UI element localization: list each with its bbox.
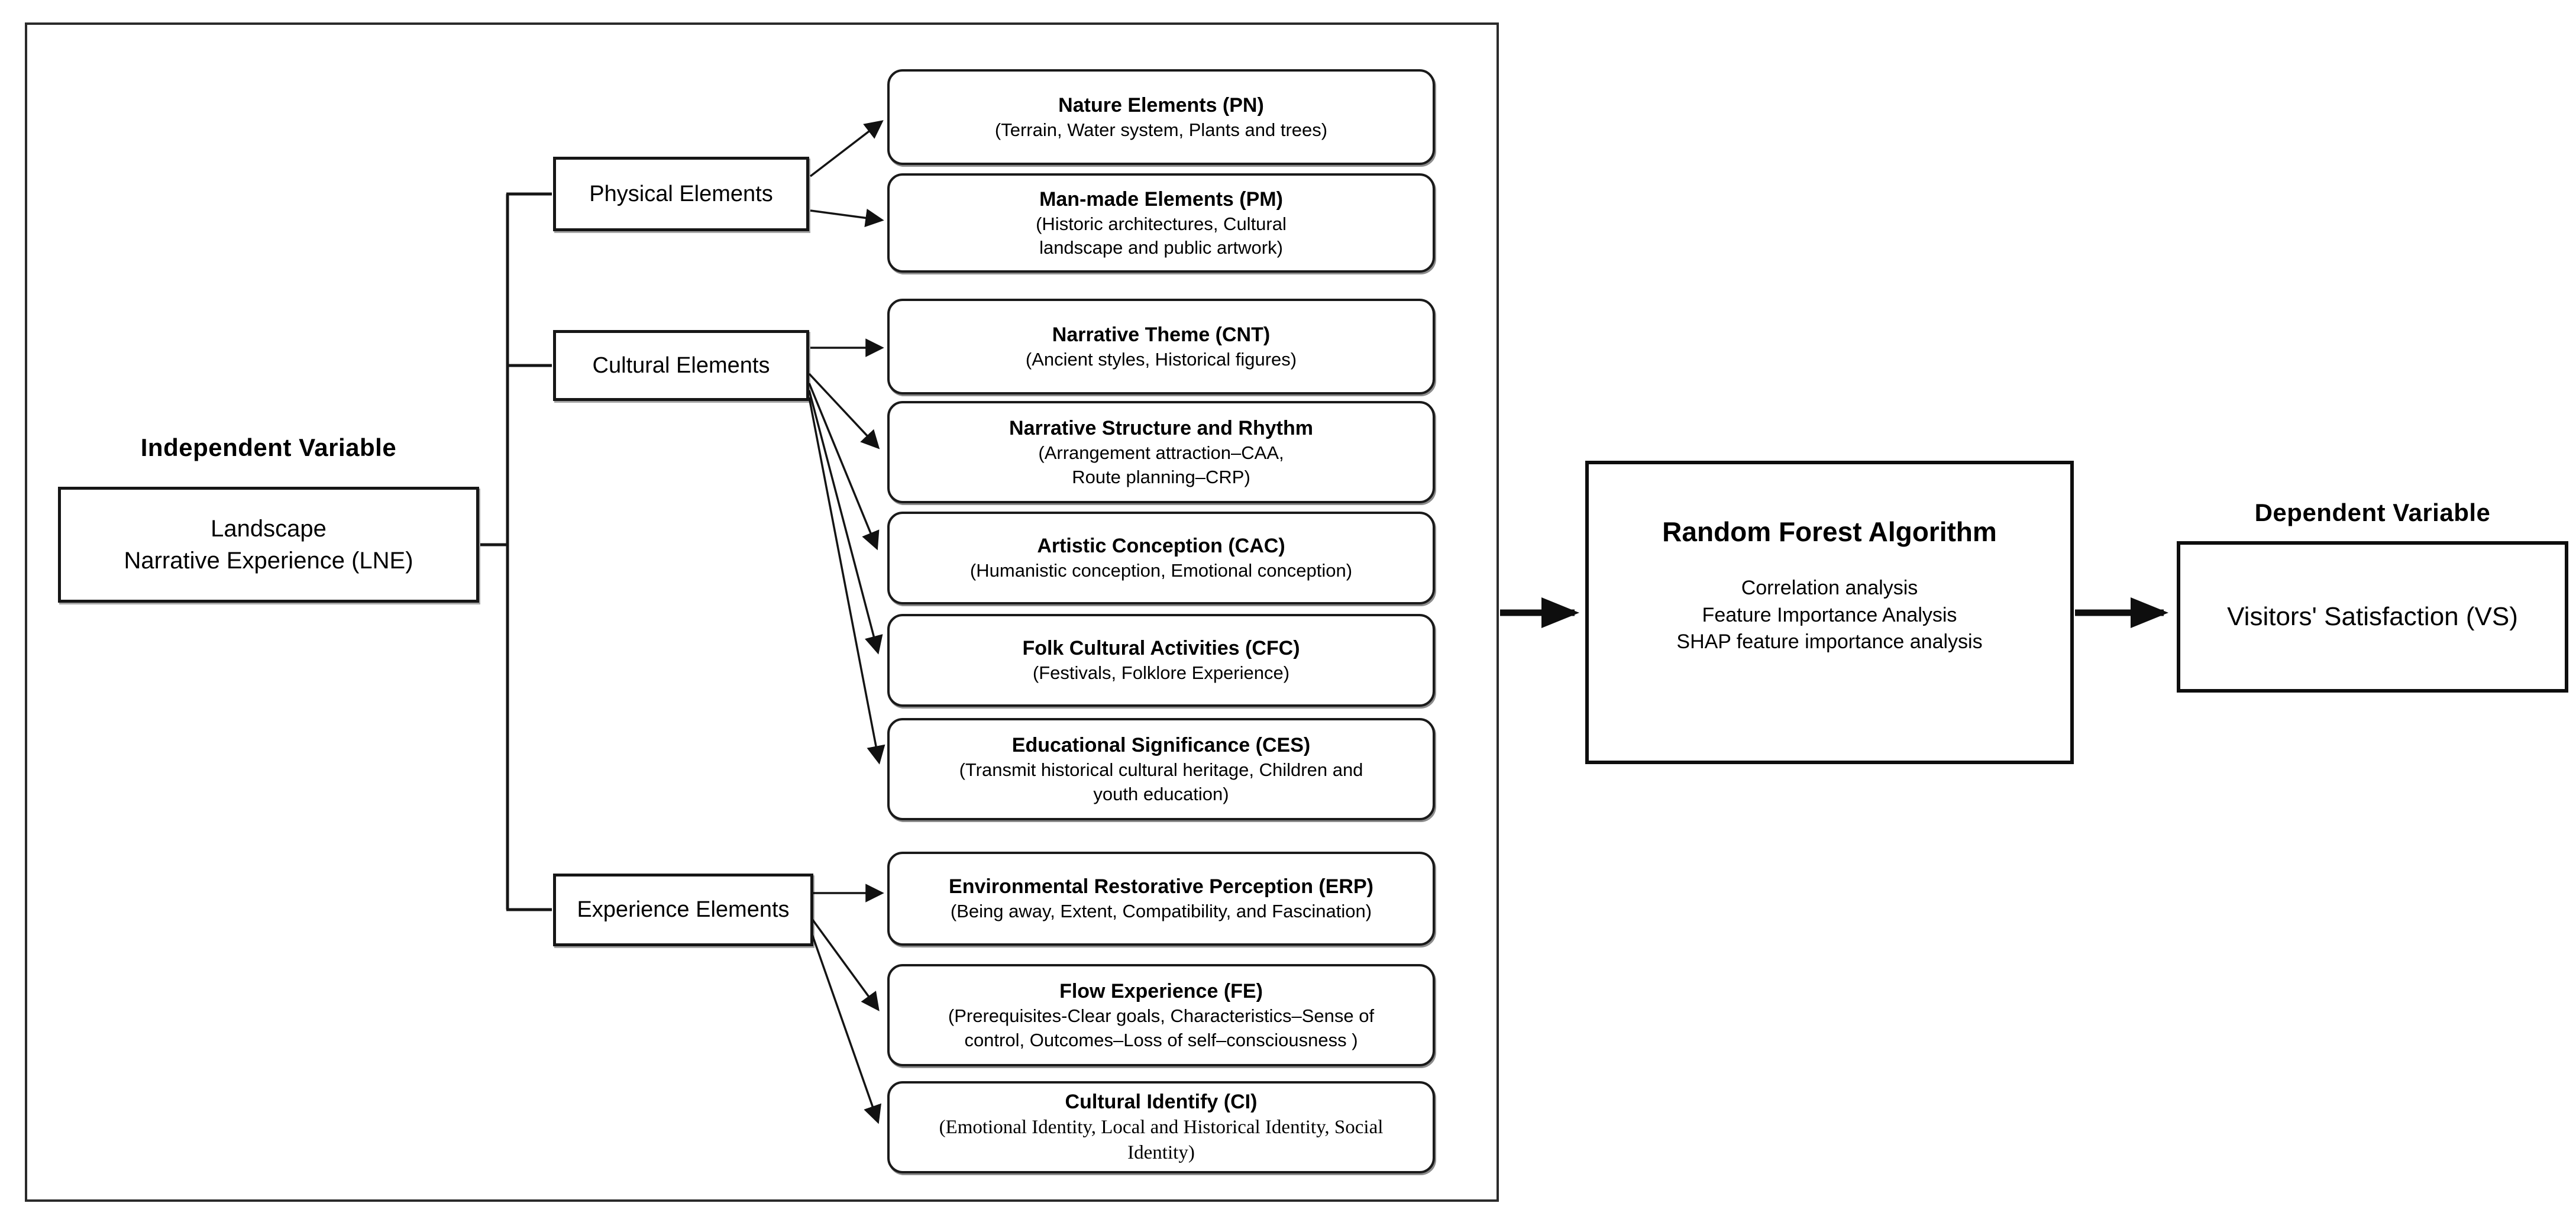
factor-box-nature-elements: Nature Elements (PN) (Terrain, Water sys…: [887, 69, 1435, 165]
factor-subtitle: (Historic architectures, Cultural landsc…: [1036, 213, 1287, 258]
factor-title: Narrative Theme (CNT): [1052, 323, 1271, 346]
factor-title: Artistic Conception (CAC): [1037, 535, 1285, 558]
category-box-physical: Physical Elements: [553, 157, 809, 231]
factor-box-artistic-conception: Artistic Conception (CAC) (Humanistic co…: [887, 512, 1435, 604]
category-box-cultural: Cultural Elements: [553, 330, 809, 401]
factor-box-educational-significance: Educational Significance (CES) (Transmit…: [887, 718, 1435, 820]
factor-subtitle: (Being away, Extent, Compatibility, and …: [950, 901, 1372, 922]
factor-subtitle: (Transmit historical cultural heritage, …: [959, 759, 1363, 804]
factor-title: Nature Elements (PN): [1058, 93, 1264, 117]
factor-box-narrative-structure: Narrative Structure and Rhythm (Arrangem…: [887, 401, 1435, 503]
factor-box-environmental-restorative-perception: Environmental Restorative Perception (ER…: [887, 852, 1435, 946]
factor-subtitle: (Ancient styles, Historical figures): [1025, 348, 1297, 370]
lne-box: Landscape Narrative Experience (LNE): [58, 487, 479, 603]
category-box-experience: Experience Elements: [553, 874, 813, 946]
factor-box-narrative-theme: Narrative Theme (CNT) (Ancient styles, H…: [887, 299, 1435, 394]
random-forest-box: Random Forest Algorithm Correlation anal…: [1585, 461, 2074, 764]
factor-subtitle: (Emotional Identity, Local and Historica…: [939, 1117, 1384, 1164]
factor-subtitle: (Arrangement attraction–CAA, Route plann…: [1038, 442, 1284, 487]
factor-title: Man-made Elements (PM): [1039, 187, 1283, 211]
factor-subtitle: (Humanistic conception, Emotional concep…: [969, 560, 1353, 581]
factor-subtitle: (Prerequisites-Clear goals, Characterist…: [948, 1005, 1375, 1050]
trunk-lines: [480, 192, 552, 911]
lne-line1: Landscape: [211, 516, 327, 542]
visitors-satisfaction-label: Visitors' Satisfaction (VS): [2227, 602, 2518, 631]
visitors-satisfaction-box: Visitors' Satisfaction (VS): [2177, 541, 2568, 693]
factor-subtitle: (Terrain, Water system, Plants and trees…: [994, 119, 1328, 140]
dependent-variable-heading: Dependent Variable: [2254, 499, 2491, 526]
factor-box-manmade-elements: Man-made Elements (PM) (Historic archite…: [887, 173, 1435, 273]
independent-variable-heading: Independent Variable: [140, 434, 397, 461]
factor-box-folk-cultural-activities: Folk Cultural Activities (CFC) (Festival…: [887, 614, 1435, 707]
lne-line2: Narrative Experience (LNE): [124, 548, 413, 574]
analysis-line: Correlation analysis: [1741, 576, 1918, 599]
factor-title: Cultural Identify (CI): [1065, 1091, 1258, 1114]
branch-arrows: [808, 120, 885, 1124]
factor-title: Flow Experience (FE): [1059, 980, 1263, 1003]
factor-title: Narrative Structure and Rhythm: [1009, 417, 1313, 440]
outer-frame: [25, 22, 1499, 1202]
factor-box-flow-experience: Flow Experience (FE) (Prerequisites-Clea…: [887, 964, 1435, 1066]
random-forest-title: Random Forest Algorithm: [1662, 516, 1997, 547]
analysis-line: Feature Importance Analysis: [1702, 603, 1957, 626]
analysis-line: SHAP feature importance analysis: [1676, 630, 1983, 654]
factor-subtitle: (Festivals, Folklore Experience): [1032, 662, 1290, 684]
factor-title: Environmental Restorative Perception (ER…: [949, 875, 1373, 898]
factor-box-cultural-identify: Cultural Identify (CI) (Emotional Identi…: [887, 1081, 1435, 1173]
factor-title: Educational Significance (CES): [1011, 734, 1311, 757]
factor-title: Folk Cultural Activities (CFC): [1022, 637, 1300, 660]
